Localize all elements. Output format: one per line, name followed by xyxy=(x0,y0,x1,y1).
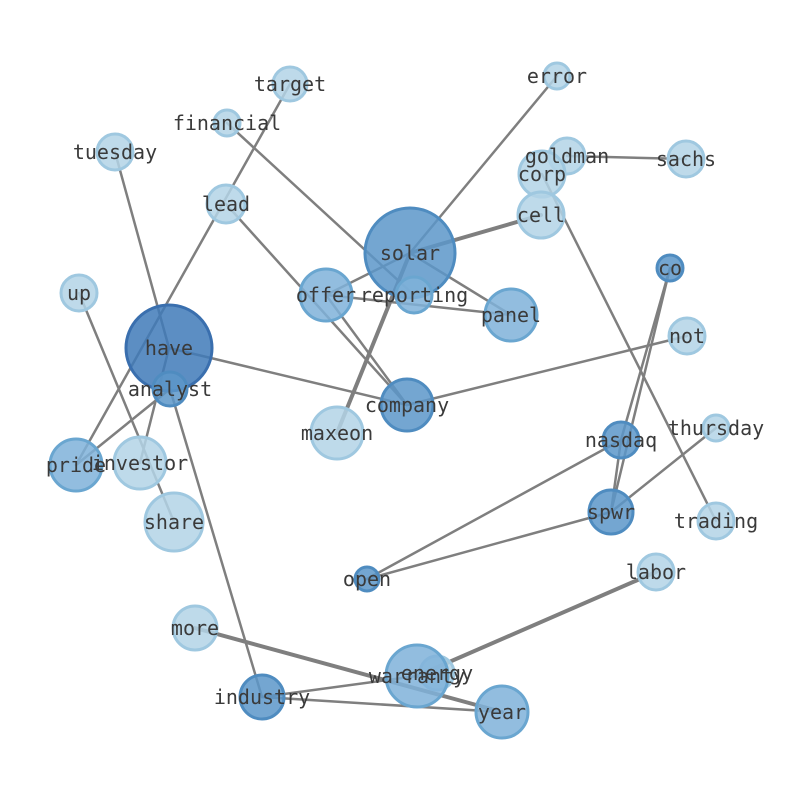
node-nasdaq xyxy=(601,420,641,460)
edge-nasdaq-open xyxy=(365,438,623,581)
node-year xyxy=(474,684,530,740)
node-label-industry: industry xyxy=(214,685,310,709)
node-error xyxy=(542,61,572,91)
node-label-lead: lead xyxy=(202,192,250,216)
labels-layer: target error financial tuesday goldman sachs c… xyxy=(46,64,764,724)
node-label-analyst: analyst xyxy=(128,377,212,401)
node-warranty xyxy=(384,643,450,709)
node-label-spwr: spwr xyxy=(587,500,635,524)
edge-labor-warranty xyxy=(415,570,658,678)
edge-co-spwr xyxy=(609,266,672,514)
node-label-maxeon: maxeon xyxy=(301,421,373,445)
node-labor xyxy=(636,552,676,592)
node-sachs xyxy=(666,139,706,179)
node-analyst xyxy=(151,370,189,408)
node-open xyxy=(353,565,381,593)
edge-target-pride xyxy=(74,82,292,467)
nodes-layer xyxy=(48,61,736,740)
node-maxeon xyxy=(309,405,365,461)
node-co xyxy=(655,253,685,283)
node-label-reporting: reporting xyxy=(360,283,468,307)
node-label-co: co xyxy=(658,256,682,280)
node-pride xyxy=(48,437,104,493)
node-up xyxy=(59,273,99,313)
node-company xyxy=(379,377,435,433)
node-label-investor: investor xyxy=(92,451,188,475)
node-label-target: target xyxy=(254,72,326,96)
edge-company-not xyxy=(405,334,689,407)
node-label-solar: solar xyxy=(380,241,440,265)
node-label-corp: corp xyxy=(518,162,566,186)
node-label-thursday: thursday xyxy=(668,416,764,440)
node-label-share: share xyxy=(144,510,204,534)
edge-industry-year xyxy=(260,695,504,714)
node-label-goldman: goldman xyxy=(525,144,609,168)
node-label-warranty: warranty xyxy=(369,664,465,688)
edge-goldman-sachs xyxy=(565,154,688,161)
node-label-cell: cell xyxy=(517,203,565,227)
node-investor xyxy=(112,435,168,491)
node-label-tuesday: tuesday xyxy=(73,140,157,164)
node-label-financial: financial xyxy=(173,111,281,135)
node-label-labor: labor xyxy=(626,560,686,584)
node-offer xyxy=(298,267,354,323)
node-industry xyxy=(238,673,286,721)
edge-up-share xyxy=(77,291,176,524)
node-lead xyxy=(205,183,247,225)
node-label-nasdaq: nasdaq xyxy=(585,428,657,452)
node-more xyxy=(171,604,219,652)
node-label-panel: panel xyxy=(481,303,541,327)
node-reporting xyxy=(394,275,434,315)
node-label-company: company xyxy=(365,393,449,417)
node-label-trading: trading xyxy=(674,509,758,533)
node-label-offer: offer xyxy=(296,283,356,307)
node-financial xyxy=(212,108,242,138)
node-trading xyxy=(696,501,736,541)
node-label-more: more xyxy=(171,616,219,640)
node-label-have: have xyxy=(145,336,193,360)
node-label-sachs: sachs xyxy=(656,147,716,171)
node-label-not: not xyxy=(669,324,705,348)
node-thursday xyxy=(701,413,731,443)
node-label-up: up xyxy=(67,281,91,305)
edge-corp-trading xyxy=(540,172,718,523)
node-label-pride: pride xyxy=(46,453,106,477)
node-label-year: year xyxy=(478,700,526,724)
edge-more-year xyxy=(193,626,504,714)
node-label-energy: energy xyxy=(401,661,473,685)
edge-spwr-open xyxy=(365,510,613,581)
node-not xyxy=(667,316,707,356)
node-panel xyxy=(483,287,539,343)
edge-analyst-industry xyxy=(168,387,264,699)
node-cell xyxy=(516,190,566,240)
node-share xyxy=(143,491,205,553)
node-spwr xyxy=(587,488,635,536)
node-label-open: open xyxy=(343,567,391,591)
node-label-error: error xyxy=(527,64,587,88)
node-target xyxy=(271,65,309,103)
node-tuesday xyxy=(95,132,135,172)
